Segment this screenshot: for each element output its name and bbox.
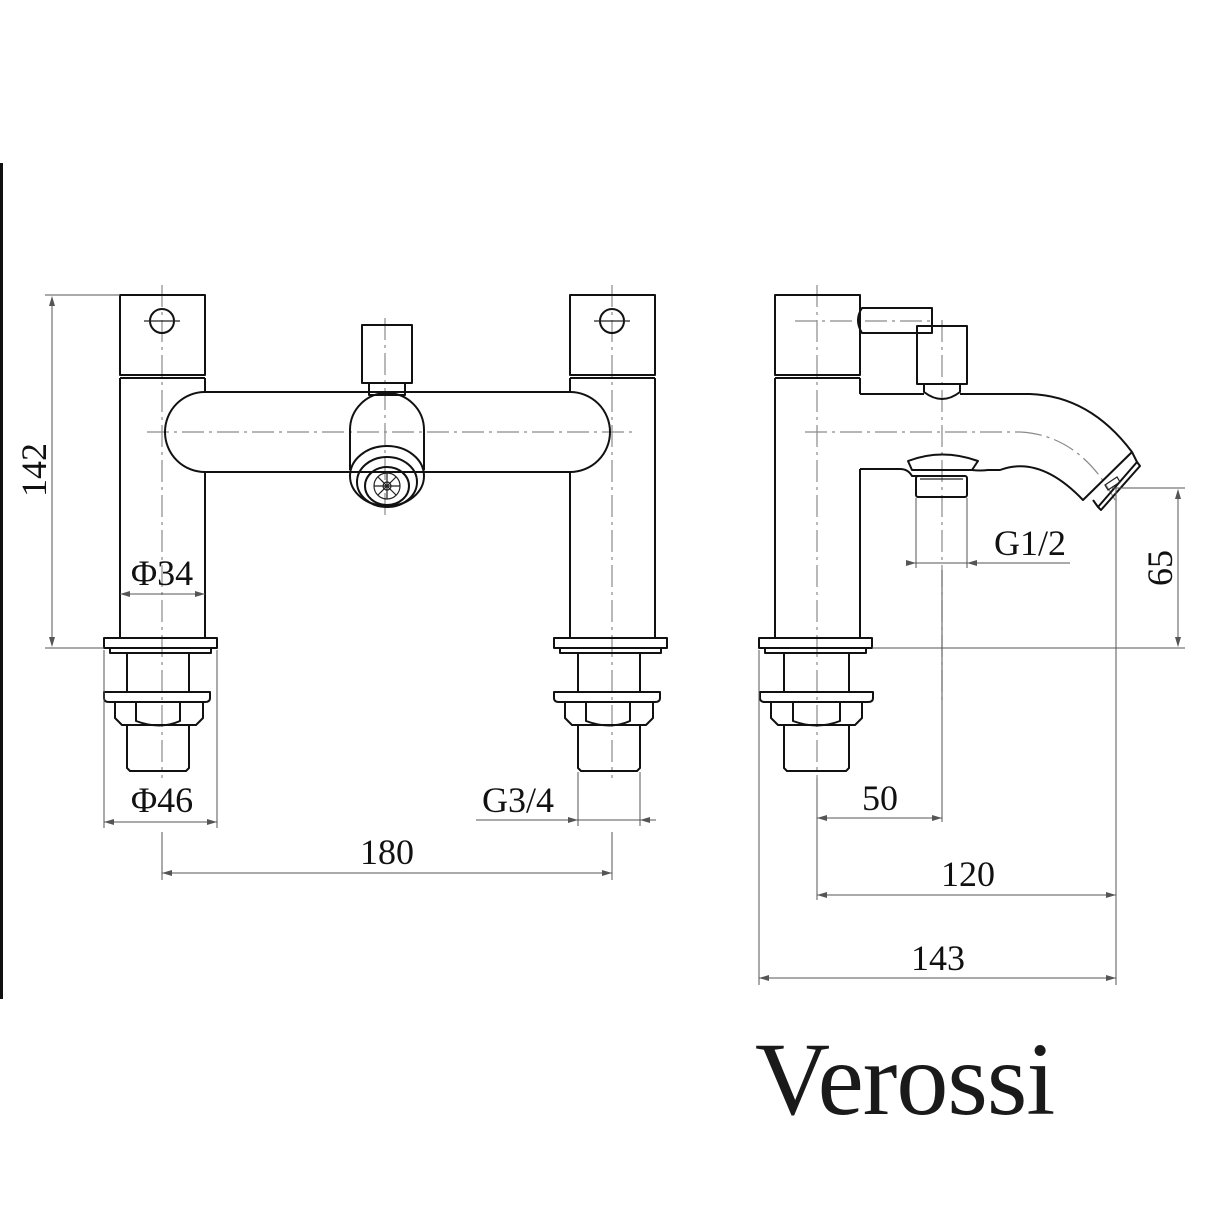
page-edge-line: [0, 163, 3, 999]
side-view: G1/2 65 50 120: [758, 285, 1185, 985]
aerator-icon: [1104, 476, 1121, 491]
svg-text:180: 180: [360, 832, 414, 872]
dimension-overall-depth: 143: [758, 650, 1116, 985]
side-diverter: [916, 325, 968, 400]
dimension-outlet-offset: 50: [817, 570, 943, 822]
svg-text:143: 143: [911, 938, 965, 978]
left-pillar: [103, 294, 218, 772]
dimension-spout-reach: 120: [816, 488, 1117, 985]
dimension-outlet-thread: G1/2: [906, 498, 1070, 568]
dimension-body-diameter: Φ34: [120, 553, 205, 597]
svg-text:G3/4: G3/4: [482, 780, 554, 820]
dimension-inlet-thread: G3/4: [476, 772, 656, 826]
svg-text:50: 50: [862, 778, 898, 818]
svg-text:Φ46: Φ46: [131, 780, 193, 820]
dimension-centres: 180: [161, 832, 613, 880]
diverter-knob: [361, 324, 413, 396]
right-pillar: [553, 294, 668, 772]
dimension-spout-height: 65: [872, 487, 1185, 649]
dimension-base-diameter: Φ46: [103, 650, 218, 828]
side-spout: [860, 393, 1141, 511]
svg-text:120: 120: [941, 854, 995, 894]
svg-text:65: 65: [1140, 550, 1180, 586]
svg-text:Φ34: Φ34: [131, 553, 193, 593]
spout-outlet: [349, 392, 425, 508]
side-pillar: [758, 294, 874, 772]
dimension-height: 142: [14, 294, 120, 649]
svg-text:142: 142: [14, 443, 54, 497]
front-view: 142 Φ34 Φ46 G3/4: [14, 285, 668, 880]
svg-text:G1/2: G1/2: [994, 523, 1066, 563]
side-handle-lever: [857, 307, 933, 334]
brand-logo: Verossi: [755, 1022, 1055, 1137]
mixer-body: [164, 391, 611, 473]
